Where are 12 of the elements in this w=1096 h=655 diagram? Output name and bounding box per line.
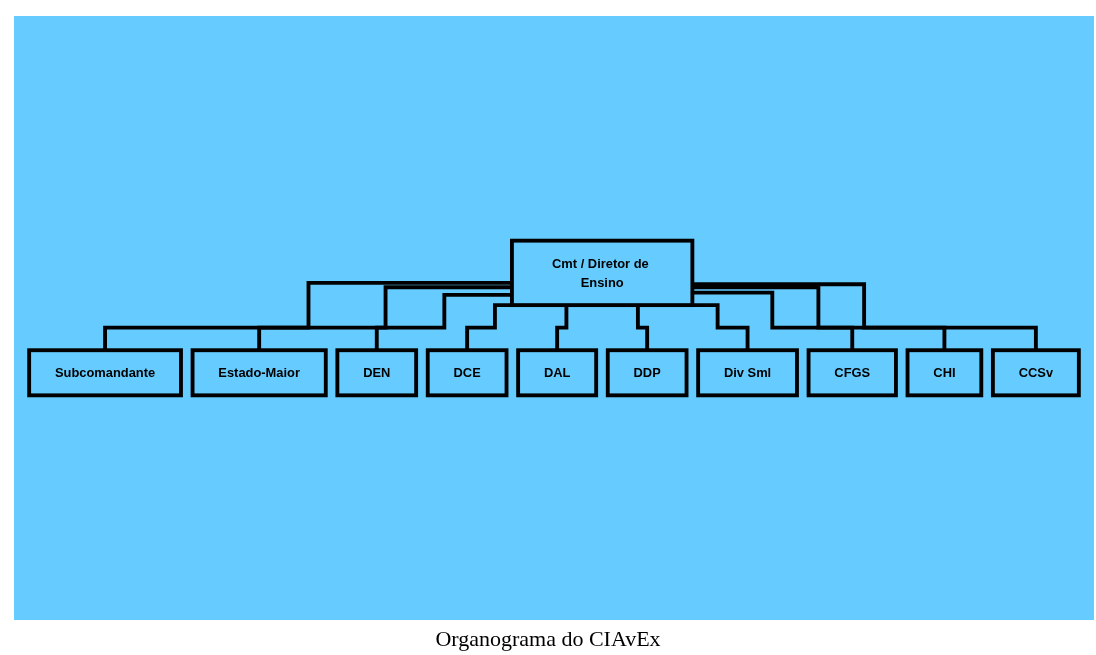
node-box: DDP	[605, 348, 689, 398]
node-box: DEN	[335, 348, 419, 398]
node-box: Cmt / Diretor de Ensino	[510, 238, 695, 308]
node-box: CHI	[905, 348, 984, 398]
node-box: Estado-Maior	[190, 348, 328, 398]
node-box: DAL	[516, 348, 599, 398]
node-box: CCSv	[990, 348, 1081, 398]
node-box: Subcomandante	[27, 348, 183, 398]
caption: Organograma do CIAvEx	[435, 626, 661, 652]
node-box: DCE	[425, 348, 509, 398]
node-box: CFGS	[806, 348, 898, 398]
node-box: Div Sml	[696, 348, 799, 398]
